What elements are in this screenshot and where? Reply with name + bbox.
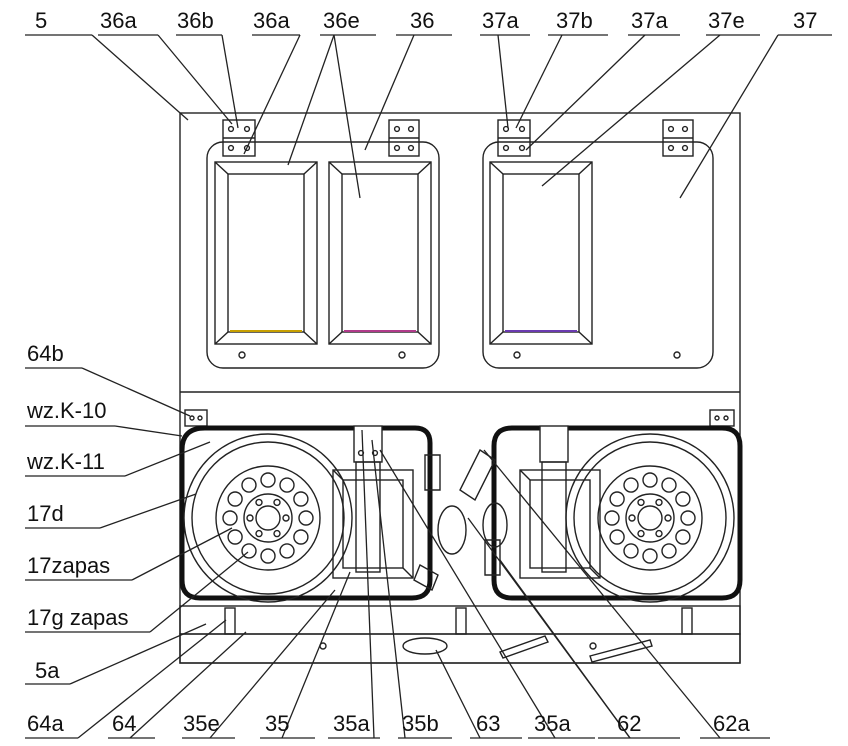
hub-nut [637, 529, 645, 538]
wheel-bolt [661, 477, 677, 493]
label-62: 62 [617, 711, 641, 736]
wheel-bolt [642, 472, 658, 488]
hub-nut [655, 529, 663, 538]
label-37b: 37b [556, 8, 593, 33]
label-5a: 5a [35, 658, 60, 683]
label-17zapas: 17zapas [27, 553, 110, 578]
wheel-bolt [642, 548, 658, 564]
label-35a-2: 35a [534, 711, 571, 736]
wheel-bolt [260, 548, 276, 564]
label-wz-k-10: wz.K-10 [26, 398, 106, 423]
label-17g-zapas: 17g zapas [27, 605, 129, 630]
labels: 5 36a 36b 36a 36e 36 37a 37b 37a 37e 37 … [26, 8, 817, 736]
wheel-bolt [227, 491, 243, 507]
hub-nut [246, 514, 254, 522]
wheel-bolt [609, 491, 625, 507]
leader-lines-left [25, 367, 249, 685]
wheel-frame-left [179, 425, 433, 601]
label-wz-k-11: wz.K-11 [26, 449, 105, 474]
label-36a-2: 36a [253, 8, 290, 33]
wheel-bolt [675, 529, 691, 545]
wheel-bolts-left [222, 472, 314, 564]
hinge-36 [222, 119, 256, 157]
hub-nut [664, 514, 672, 522]
wheel-frame-right [491, 425, 743, 601]
label-5: 5 [35, 8, 47, 33]
wheel-bolt [298, 510, 314, 526]
wheel-bolt [609, 529, 625, 545]
wheel-bolt [260, 472, 276, 488]
hub-nut [282, 514, 290, 522]
door-37 [482, 141, 714, 369]
label-37a-2: 37a [631, 8, 668, 33]
label-35: 35 [265, 711, 289, 736]
bracket-64b-left [184, 409, 208, 427]
hub-nut [637, 498, 645, 507]
label-64a: 64a [27, 711, 64, 736]
spare-wheel-right [565, 433, 735, 603]
label-35a-1: 35a [333, 711, 370, 736]
wheel-bolt [241, 543, 257, 559]
label-35b: 35b [402, 711, 439, 736]
hinge-37-right [662, 119, 694, 157]
wheel-bolt [293, 491, 309, 507]
hub-nut [255, 529, 263, 538]
hub-nut [655, 498, 663, 507]
label-36: 36 [410, 8, 434, 33]
wheel-bolt [675, 491, 691, 507]
label-63: 63 [476, 711, 500, 736]
bottom-rail [179, 605, 741, 664]
spare-wheel-left [183, 433, 353, 603]
wheel-bolt [241, 477, 257, 493]
label-36b: 36b [177, 8, 214, 33]
label-37e: 37e [708, 8, 745, 33]
label-37a-1: 37a [482, 8, 519, 33]
wheel-bolt [623, 477, 639, 493]
wheel-bolt [680, 510, 696, 526]
wheel-bolt [279, 477, 295, 493]
leader-lines-bottom [25, 429, 770, 739]
wheel-bolt [279, 543, 295, 559]
center-clamp-62 [539, 425, 569, 573]
label-36a-1: 36a [100, 8, 137, 33]
label-64b: 64b [27, 341, 64, 366]
label-35e: 35e [183, 711, 220, 736]
hinge-36-right [388, 119, 420, 157]
hub-nut [273, 498, 281, 507]
hub-nut [255, 498, 263, 507]
hinge-37 [497, 119, 531, 157]
label-37: 37 [793, 8, 817, 33]
wheel-bolt [623, 543, 639, 559]
wheel-bolt [661, 543, 677, 559]
label-17d: 17d [27, 501, 64, 526]
hub-nut [273, 529, 281, 538]
bracket-64b-right [709, 409, 735, 427]
wheel-bolt [227, 529, 243, 545]
wheel-bolt [222, 510, 238, 526]
hub-nut [628, 514, 636, 522]
wheel-bolt [293, 529, 309, 545]
label-36e: 36e [323, 8, 360, 33]
wheel-bolts-right [604, 472, 696, 564]
leader-lines-top [25, 34, 832, 199]
label-64: 64 [112, 711, 136, 736]
center-clamp-35 [353, 425, 383, 573]
label-62a: 62a [713, 711, 750, 736]
door-36 [206, 141, 440, 369]
wheel-bolt [604, 510, 620, 526]
